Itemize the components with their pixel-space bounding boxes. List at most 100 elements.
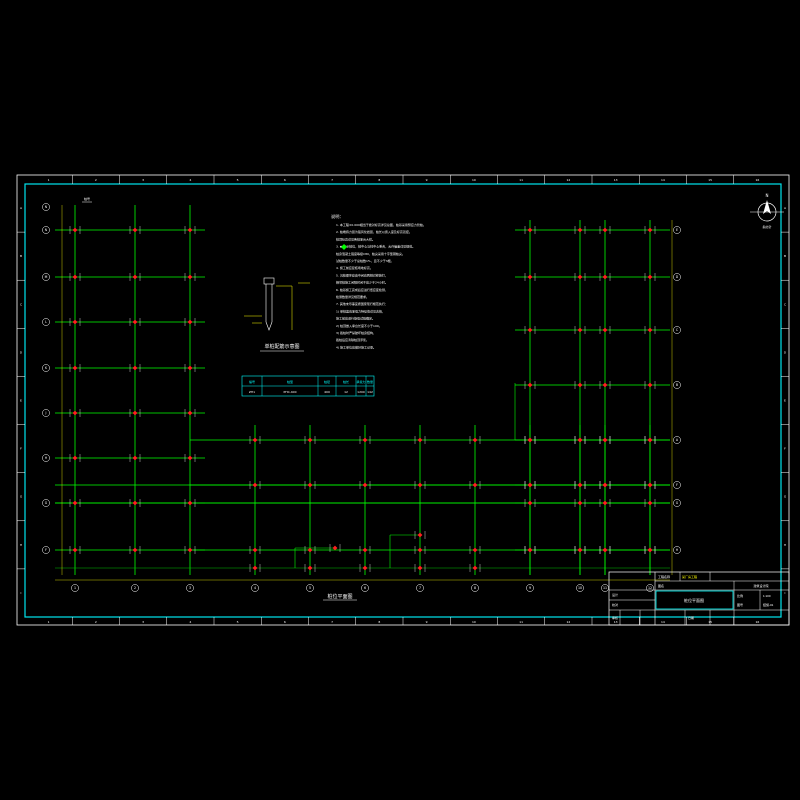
table-cell: 1200 (357, 390, 365, 394)
pile-marker (187, 227, 193, 233)
top-ruler-label: 14 (661, 178, 665, 182)
axis-bubble (673, 273, 681, 281)
tb-project-label: 工程名称 (658, 574, 670, 579)
axis-label: K (45, 366, 48, 370)
note-line: 2. 桩端持力层为强风化岩层，桩长以贯入度及标高双控。 (336, 229, 412, 234)
pile-marker (577, 274, 583, 280)
pile-marker (647, 382, 653, 388)
tb-drawing-name: 桩位平面图 (684, 597, 704, 603)
note-line: 1) 单桩竖向承载力特征值详见表格， (336, 308, 385, 313)
pile-marker (187, 455, 193, 461)
axis-bubble (251, 584, 259, 592)
tb-drawing-no-label: 图号 (737, 602, 743, 607)
pile-marker (647, 327, 653, 333)
bottom-ruler-label: 2 (95, 620, 97, 624)
pile-marker (527, 274, 533, 280)
axis-label: 11 (603, 586, 607, 590)
top-ruler-label: 1 (48, 178, 50, 182)
axis-bubble (42, 318, 50, 326)
axis-label: 7 (419, 586, 421, 590)
top-ruler-label: 12 (566, 178, 570, 182)
tb-check-label: 校对 (612, 602, 618, 607)
axis-label: C (676, 328, 679, 332)
table-header: 编号 (249, 379, 255, 384)
pile-marker (417, 565, 423, 571)
table-cell: PHC-400 (284, 390, 297, 394)
frame-rulers: 1122334455667788991010111112121313141415… (17, 175, 789, 625)
axis-bubble (576, 584, 584, 592)
top-ruler-label: 13 (614, 178, 618, 182)
pile-marker (527, 382, 533, 388)
pile-marker (132, 500, 138, 506)
axis-label: 8 (474, 586, 476, 590)
pile-marker (527, 437, 533, 443)
pile-marker (527, 327, 533, 333)
top-ruler-label: 8 (378, 178, 380, 182)
pile-marker (647, 437, 653, 443)
pile-marker (647, 547, 653, 553)
axis-label: G (45, 501, 48, 505)
side-ruler-label: D (20, 350, 23, 354)
axis-label: A (676, 438, 679, 442)
side-ruler-label: I (21, 591, 22, 595)
table-cell: ZH1 (249, 390, 255, 394)
note-line: 桩顶标高详见各桩承台大样。 (336, 236, 375, 241)
side-ruler-label: B (20, 254, 22, 258)
plan-title: 桩位平面图 (327, 593, 352, 600)
pile-marker (187, 547, 193, 553)
top-ruler-label: 6 (284, 178, 286, 182)
axis-bubble (186, 584, 194, 592)
bottom-ruler-label: 9 (426, 620, 428, 624)
top-ruler-label: 3 (142, 178, 144, 182)
axis-label: M (45, 275, 48, 279)
side-ruler-label: H (784, 543, 786, 547)
note-line: 检测数量详见规范要求。 (336, 294, 369, 299)
axis-bubble (71, 584, 79, 592)
pile-marker (252, 482, 258, 488)
side-ruler-label: G (784, 495, 787, 499)
pile-marker (132, 455, 138, 461)
note-line: 桩身混凝土强度等级C80，桩尖采用十字型钢桩尖。 (336, 251, 405, 256)
table-cell: 142 (367, 390, 373, 394)
north-arrow-icon: N 指北针 (750, 193, 784, 229)
pile-marker (577, 227, 583, 233)
pile-marker (72, 500, 78, 506)
table-cell: 400 (324, 390, 330, 394)
axis-label: 1 (74, 586, 76, 590)
pile-marker (252, 437, 258, 443)
side-ruler-label: A (784, 206, 787, 210)
top-ruler-label: 11 (519, 178, 523, 182)
side-ruler-label: A (20, 206, 23, 210)
bottom-ruler-label: 13 (614, 620, 618, 624)
top-ruler-label: 15 (708, 178, 712, 182)
table-header: 承载力 (356, 379, 365, 384)
pile-marker (307, 565, 313, 571)
pile-marker (527, 482, 533, 488)
table-cell: 12 (344, 390, 348, 394)
axis-label: G (676, 501, 679, 505)
axis-label: 10 (578, 586, 582, 590)
axis-bubble (306, 584, 314, 592)
pile-marker (187, 274, 193, 280)
axis-label: L (45, 320, 47, 324)
tb-drawing-label: 图名 (658, 583, 664, 588)
bottom-ruler-label: 10 (472, 620, 476, 624)
note-line: 5. 沉桩顺序应由中间向两侧对称施打， (336, 272, 388, 277)
pile-marker (187, 365, 193, 371)
axis-label: D (676, 275, 679, 279)
pile-marker (472, 482, 478, 488)
pile-marker (527, 547, 533, 553)
bottom-ruler-label: 14 (661, 620, 665, 624)
pile-marker (72, 319, 78, 325)
axis-label: 6 (364, 586, 366, 590)
axis-label: N (45, 228, 48, 232)
axis-bubble (673, 546, 681, 554)
axis-bubble (42, 226, 50, 234)
axis-label: F (45, 548, 47, 552)
note-line: 1. 本工程±0.000相当于绝对标高详见总图，桩基采用预应力管桩。 (336, 222, 426, 227)
pile-marker (602, 274, 608, 280)
general-notes: 说明： 1. 本工程±0.000相当于绝对标高详见总图，桩基采用预应力管桩。2.… (331, 213, 426, 349)
pile-marker (472, 565, 478, 571)
side-ruler-label: E (20, 399, 22, 403)
